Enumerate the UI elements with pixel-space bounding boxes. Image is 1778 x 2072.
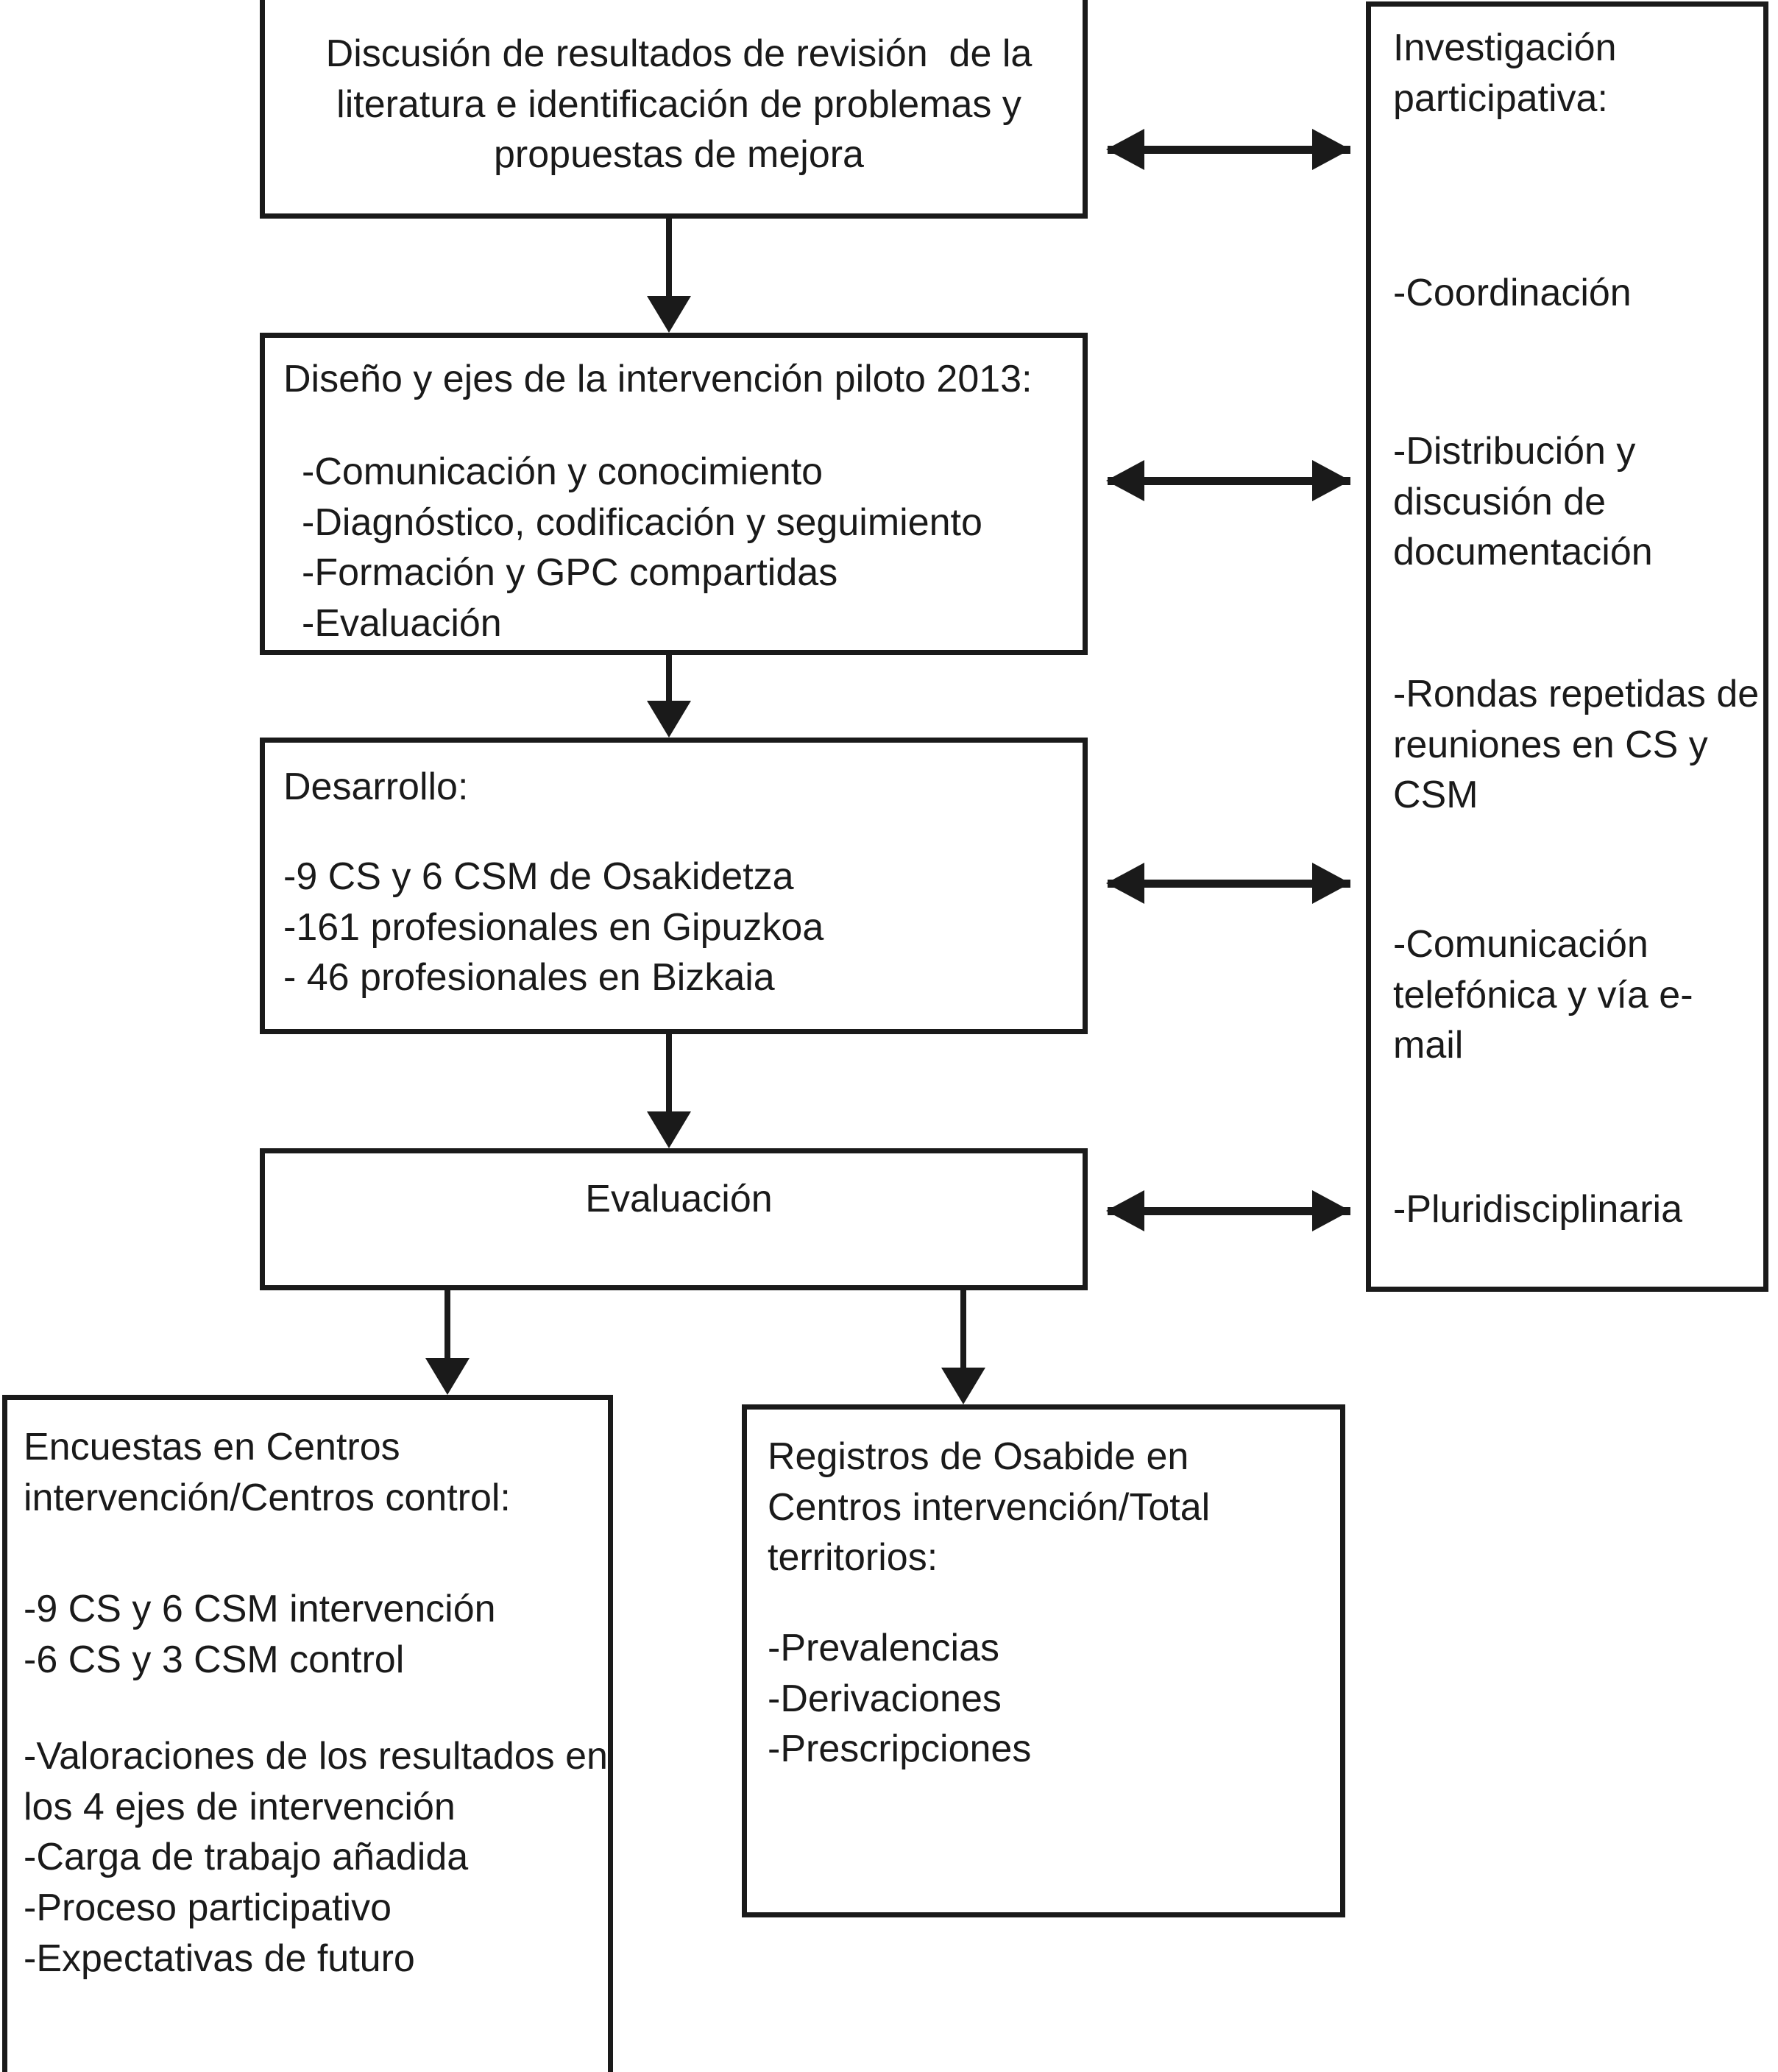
box-encuestas-group-a: -9 CS y 6 CSM intervención -6 CS y 3 CSM… — [24, 1584, 605, 1685]
arrowhead-right-icon — [1312, 129, 1350, 170]
box-registros-heading: Registros de Osabide en Centros interven… — [768, 1435, 1221, 1580]
box-desarrollo: Desarrollo: -9 CS y 6 CSM de Osakidetza … — [260, 738, 1088, 1034]
arrowhead-down-icon — [647, 296, 691, 333]
box-diseno-items: -Comunicación y conocimiento -Diagnóstic… — [302, 447, 1074, 649]
sidebar-item-comunicacion: -Comunicación telefónica y vía e-mail — [1393, 923, 1693, 1067]
list-item: -Prevalencias — [768, 1627, 1000, 1669]
list-item: -6 CS y 3 CSM control — [24, 1638, 405, 1681]
arrowhead-down-icon — [425, 1358, 470, 1395]
box-discusion-text: Discusión de resultados de revisión de l… — [325, 32, 1043, 177]
connector-shaft — [960, 1290, 966, 1371]
arrowhead-left-icon — [1106, 1190, 1144, 1231]
box-registros-items: -Prevalencias -Derivaciones -Prescripcio… — [768, 1623, 1327, 1775]
box-diseno-heading: Diseño y ejes de la intervención piloto … — [283, 358, 1033, 400]
list-item: -Derivaciones — [768, 1677, 1002, 1720]
box-diseno-ejes: Diseño y ejes de la intervención piloto … — [260, 333, 1088, 655]
connector-shaft — [666, 1034, 672, 1115]
arrowhead-down-icon — [941, 1368, 985, 1404]
arrowhead-down-icon — [647, 1111, 691, 1148]
box-desarrollo-heading: Desarrollo: — [283, 765, 469, 808]
list-item: -9 CS y 6 CSM intervención — [24, 1588, 496, 1630]
list-item: -Valoraciones de los resultados en los 4… — [24, 1735, 619, 1828]
arrowhead-left-icon — [1106, 460, 1144, 501]
list-item: -Prescripciones — [768, 1728, 1032, 1771]
sidebar-item-pluridisciplinaria: -Pluridisciplinaria — [1393, 1188, 1683, 1231]
arrowhead-right-icon — [1312, 863, 1350, 904]
list-item: - 46 profesionales en Bizkaia — [283, 956, 775, 1000]
list-item: -Diagnóstico, codificación y seguimiento — [302, 501, 982, 544]
sidebar-heading: Investigación participativa: — [1393, 26, 1627, 120]
box-encuestas-group-b: -Valoraciones de los resultados en los 4… — [24, 1731, 612, 1984]
arrowhead-right-icon — [1312, 1190, 1350, 1231]
sidebar-item-rondas: -Rondas repetidas de reuniones en CS y C… — [1393, 673, 1770, 817]
list-item: -161 profesionales en Gipuzkoa — [283, 905, 824, 949]
box-discusion-resultados: Discusión de resultados de revisión de l… — [260, 0, 1088, 219]
connector-shaft — [1108, 477, 1350, 485]
box-evaluacion-text: Evaluación — [585, 1178, 773, 1220]
sidebar-item-coordinacion: -Coordinación — [1393, 272, 1632, 314]
connector-shaft — [666, 219, 672, 298]
list-item: -Carga de trabajo añadida — [24, 1836, 469, 1879]
sidebar-item-distribucion: -Distribución y discusión de documentaci… — [1393, 430, 1653, 574]
arrowhead-down-icon — [647, 701, 691, 738]
box-investigacion-participativa: Investigación participativa: -Coordinaci… — [1366, 1, 1768, 1292]
list-item: -Comunicación y conocimiento — [302, 450, 824, 493]
arrowhead-right-icon — [1312, 460, 1350, 501]
box-desarrollo-items: -9 CS y 6 CSM de Osakidetza -161 profesi… — [283, 852, 1071, 1003]
arrowhead-left-icon — [1106, 129, 1144, 170]
connector-shaft — [666, 655, 672, 705]
connector-shaft — [1108, 1207, 1350, 1215]
box-evaluacion: Evaluación — [260, 1148, 1088, 1290]
list-item: -9 CS y 6 CSM de Osakidetza — [283, 855, 794, 898]
list-item: -Proceso participativo — [24, 1886, 392, 1929]
connector-shaft — [1108, 146, 1350, 154]
list-item: -Evaluación — [302, 601, 502, 645]
connector-shaft — [1108, 880, 1350, 888]
list-item: -Expectativas de futuro — [24, 1937, 415, 1980]
list-item: -Formación y GPC compartidas — [302, 551, 838, 595]
connector-shaft — [444, 1290, 450, 1362]
arrowhead-left-icon — [1106, 863, 1144, 904]
box-registros-osabide: Registros de Osabide en Centros interven… — [742, 1404, 1345, 1917]
box-encuestas: Encuestas en Centros intervención/Centro… — [2, 1395, 613, 2072]
box-encuestas-heading: Encuestas en Centros intervención/Centro… — [24, 1426, 511, 1519]
